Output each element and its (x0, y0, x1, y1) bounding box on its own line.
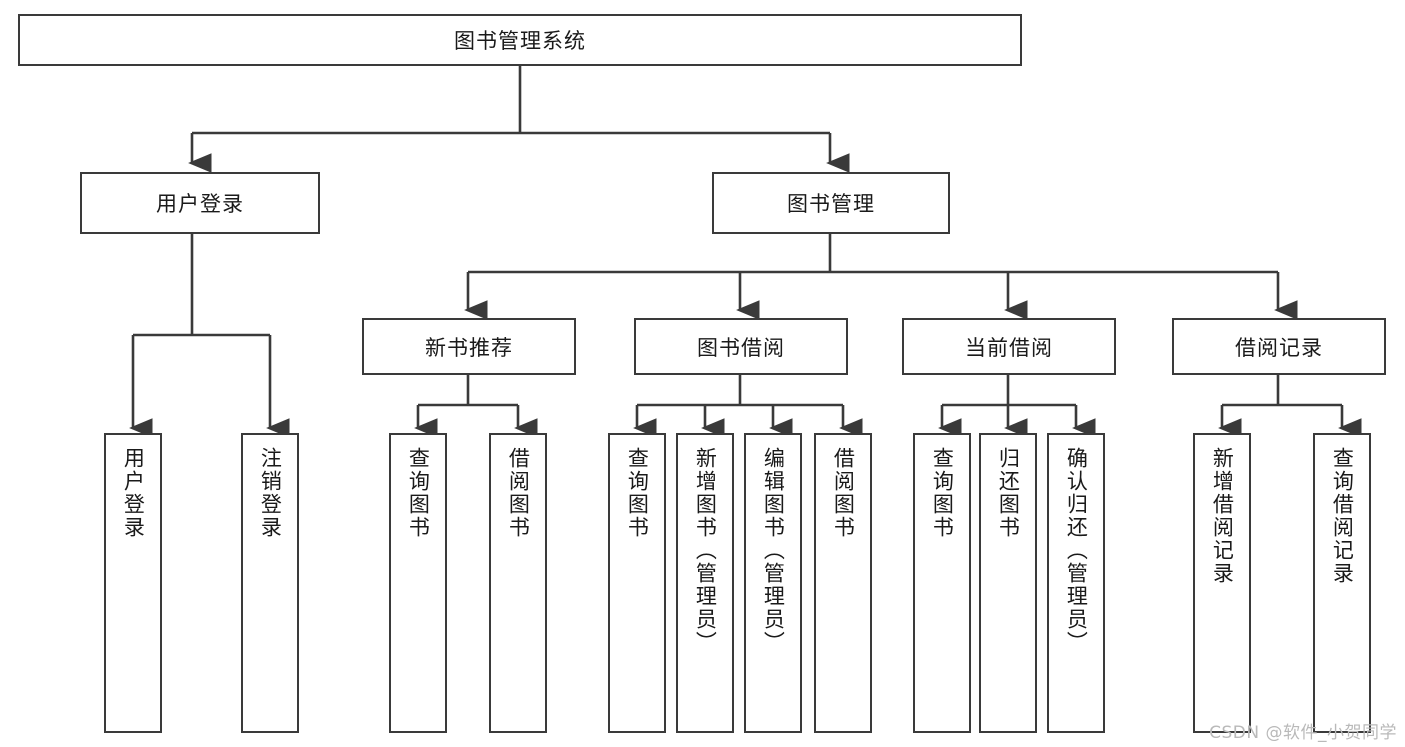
node-book-borrow[interactable]: 图书借阅 (634, 318, 848, 375)
node-book-management[interactable]: 图书管理 (712, 172, 950, 234)
leaf-add-book-admin[interactable]: 新增图书（管理员） (676, 433, 734, 733)
node-book-borrow-label: 图书借阅 (697, 335, 785, 360)
leaf-confirm-return-admin[interactable]: 确认归还（管理员） (1047, 433, 1105, 733)
leaf-logout[interactable]: 注销登录 (241, 433, 299, 733)
node-user-login-label: 用户登录 (156, 192, 244, 216)
leaf-edit-book-admin-label: 编辑图书（管理员） (761, 447, 786, 654)
leaf-add-borrow-record-label: 新增借阅记录 (1210, 447, 1235, 585)
leaf-add-book-admin-label: 新增图书（管理员） (693, 447, 718, 654)
leaf-query-book-recommend[interactable]: 查询图书 (389, 433, 447, 733)
leaf-borrow-book-recommend[interactable]: 借阅图书 (489, 433, 547, 733)
leaf-user-login[interactable]: 用户登录 (104, 433, 162, 733)
leaf-query-book-borrow[interactable]: 查询图书 (608, 433, 666, 733)
leaf-return-book[interactable]: 归还图书 (979, 433, 1037, 733)
leaf-borrow-book-label: 借阅图书 (831, 447, 856, 539)
leaf-borrow-book[interactable]: 借阅图书 (814, 433, 872, 733)
leaf-query-borrow-record-label: 查询借阅记录 (1330, 447, 1355, 585)
leaf-logout-label: 注销登录 (258, 447, 283, 539)
leaf-query-book-recommend-label: 查询图书 (406, 447, 431, 539)
node-current-borrow[interactable]: 当前借阅 (902, 318, 1116, 375)
node-new-book-recommend-label: 新书推荐 (425, 335, 513, 360)
leaf-add-borrow-record[interactable]: 新增借阅记录 (1193, 433, 1251, 733)
node-borrow-record[interactable]: 借阅记录 (1172, 318, 1386, 375)
leaf-edit-book-admin[interactable]: 编辑图书（管理员） (744, 433, 802, 733)
node-borrow-record-label: 借阅记录 (1235, 335, 1323, 360)
leaf-return-book-label: 归还图书 (996, 447, 1021, 539)
leaf-query-book-current-label: 查询图书 (930, 447, 955, 539)
node-new-book-recommend[interactable]: 新书推荐 (362, 318, 576, 375)
node-current-borrow-label: 当前借阅 (965, 335, 1053, 360)
leaf-user-login-label: 用户登录 (121, 447, 146, 539)
leaf-query-book-current[interactable]: 查询图书 (913, 433, 971, 733)
node-user-login[interactable]: 用户登录 (80, 172, 320, 234)
leaf-query-book-borrow-label: 查询图书 (625, 447, 650, 539)
node-book-management-label: 图书管理 (787, 192, 875, 216)
csdn-watermark: CSDN @软件_小贺同学 (1209, 723, 1397, 743)
leaf-borrow-book-recommend-label: 借阅图书 (506, 447, 531, 539)
node-root[interactable]: 图书管理系统 (18, 14, 1022, 66)
leaf-query-borrow-record[interactable]: 查询借阅记录 (1313, 433, 1371, 733)
leaf-confirm-return-admin-label: 确认归还（管理员） (1064, 447, 1089, 654)
node-root-label: 图书管理系统 (454, 29, 586, 53)
